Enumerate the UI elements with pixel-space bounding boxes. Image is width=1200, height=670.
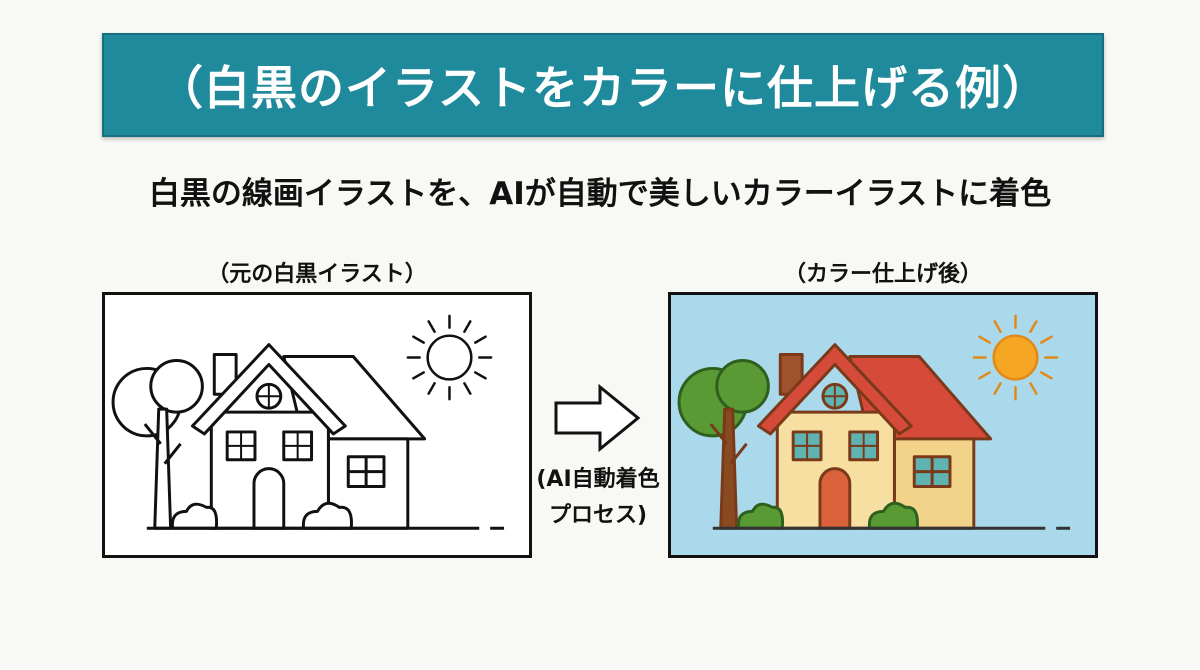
- sun-icon: [972, 314, 1059, 401]
- sun-icon: [406, 314, 493, 401]
- before-label: （元の白黒イラスト）: [207, 262, 427, 287]
- bushes: [736, 501, 919, 530]
- title: （白黒のイラストをカラーに仕上げる例）: [156, 61, 1050, 115]
- house-icon: [190, 343, 427, 530]
- process-label: (AI自動着色 プロセス): [528, 462, 668, 534]
- title-banner: （白黒のイラストをカラーに仕上げる例）: [102, 33, 1104, 137]
- bushes: [170, 501, 353, 530]
- process-line-2: プロセス): [548, 503, 648, 528]
- right-arrow-icon: [554, 383, 641, 453]
- tree-icon: [111, 359, 204, 530]
- bw-illustration: [102, 292, 532, 558]
- color-illustration: [668, 292, 1098, 558]
- process-line-1: (AI自動着色: [536, 467, 660, 492]
- after-label: （カラー仕上げ後）: [783, 262, 982, 287]
- tree-icon: [677, 359, 770, 530]
- house-icon: [756, 343, 993, 530]
- subtitle: 白黒の線画イラストを、AIが自動で美しいカラーイラストに着色: [148, 176, 1052, 212]
